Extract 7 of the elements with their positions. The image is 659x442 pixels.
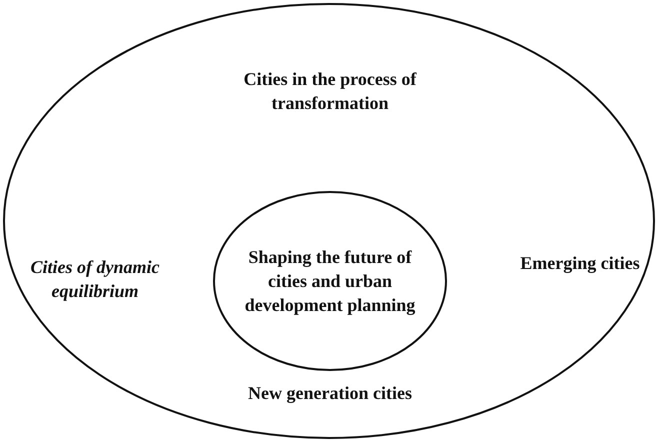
ellipse-label: Cities of dynamic equilibrium bbox=[30, 256, 160, 303]
ellipse-label: Shaping the future of cities and urban development planning bbox=[244, 246, 416, 317]
ellipse-label: New generation cities bbox=[247, 382, 413, 405]
ellipse-label: Cities in the process of transformation bbox=[242, 68, 418, 115]
inner-ellipse bbox=[213, 191, 447, 371]
outer-ellipse bbox=[3, 3, 655, 439]
ellipse-label: Emerging cities bbox=[520, 252, 640, 275]
